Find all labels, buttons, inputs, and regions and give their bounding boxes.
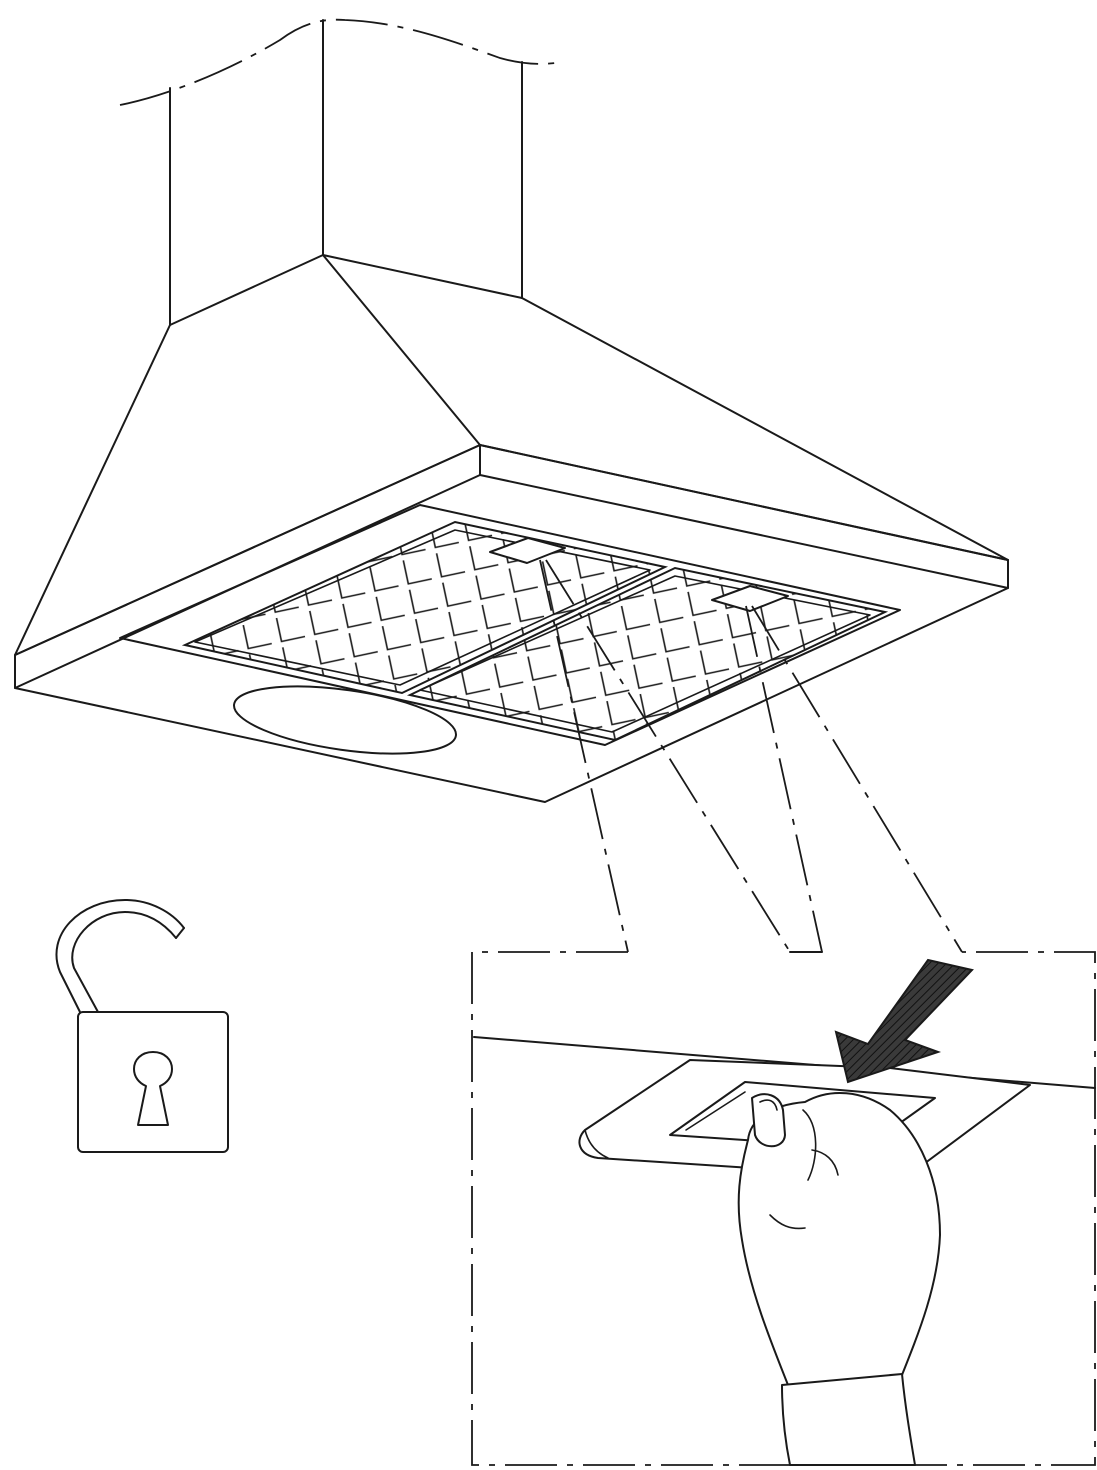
- press-arrow-icon: [834, 958, 974, 1084]
- hand-icon: [737, 1092, 941, 1466]
- padlock-shackle-inner: [71, 911, 177, 1013]
- rim-top-side: [479, 444, 1009, 561]
- light-lens: [233, 685, 457, 755]
- canopy-front-ridge: [322, 254, 481, 446]
- canopy-left-face: [14, 324, 171, 656]
- hand-finger-index: [751, 1093, 786, 1148]
- chimney-base: [169, 254, 523, 326]
- hand-finger-crease: [802, 1109, 817, 1181]
- grease-filter-left-inner: [194, 529, 651, 686]
- hand-sleeve: [781, 1373, 916, 1466]
- filter-latch-icon: [489, 537, 789, 612]
- padlock-shackle-tip: [175, 927, 185, 939]
- underside-frame: [119, 504, 901, 746]
- latch-plate-edge: [584, 1129, 609, 1159]
- filter-latch-right: [711, 585, 789, 612]
- range-hood-icon: [14, 18, 1009, 803]
- chimney-cut-line: [119, 18, 563, 106]
- rim-bottom-side: [479, 474, 1009, 589]
- padlock-shackle-outer: [55, 899, 185, 1013]
- grease-filter-icon: [181, 520, 889, 742]
- filter-latch-left: [489, 537, 566, 564]
- projection-lines: [471, 559, 1096, 1466]
- grease-filter-right: [406, 566, 889, 742]
- unlocked-padlock-icon: [55, 899, 229, 1153]
- detail-view: [473, 958, 1096, 1466]
- canopy-right-face: [521, 297, 1009, 561]
- grease-filter-right-inner: [419, 575, 871, 733]
- rim-top-front: [14, 444, 481, 656]
- padlock-keyhole: [133, 1051, 173, 1126]
- grease-filter-left: [181, 520, 669, 695]
